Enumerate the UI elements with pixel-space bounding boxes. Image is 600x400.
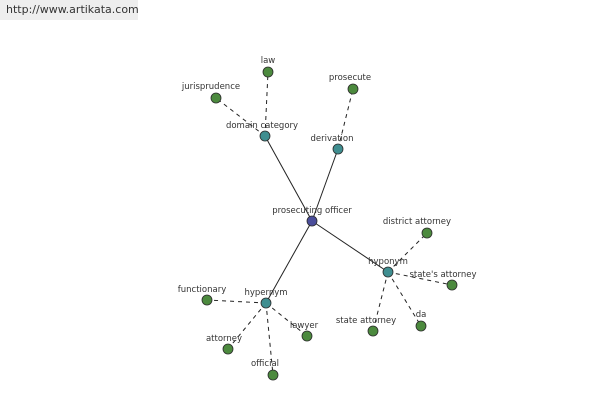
leaf-da-node[interactable] bbox=[415, 320, 427, 332]
leaf-prosecute-label[interactable]: prosecute bbox=[329, 73, 371, 83]
relation-domain-node[interactable] bbox=[259, 130, 271, 142]
leaf-state-attorney-label[interactable]: state attorney bbox=[336, 316, 396, 326]
leaf-district-attorney-label[interactable]: district attorney bbox=[383, 217, 451, 227]
leaf-law-label[interactable]: law bbox=[261, 56, 276, 66]
edge-center-derivation bbox=[311, 148, 339, 222]
relation-hyponym-label[interactable]: hyponym bbox=[368, 257, 408, 267]
relation-derivation-node[interactable] bbox=[332, 143, 344, 155]
edge-hypernym-attorney bbox=[227, 302, 267, 350]
leaf-states-attorney-node[interactable] bbox=[446, 279, 458, 291]
leaf-jurisprudence-label[interactable]: jurisprudence bbox=[181, 82, 240, 92]
edge-derivation-prosecute bbox=[337, 88, 354, 150]
relation-domain-label[interactable]: domain category bbox=[226, 121, 298, 131]
center-label[interactable]: prosecuting officer bbox=[272, 206, 352, 216]
edge-center-hypernym bbox=[265, 220, 313, 304]
leaf-lawyer-label[interactable]: lawyer bbox=[290, 321, 319, 331]
leaf-attorney-label[interactable]: attorney bbox=[206, 334, 242, 344]
leaf-functionary-node[interactable] bbox=[201, 294, 213, 306]
relation-hypernym-node[interactable] bbox=[260, 297, 272, 309]
leaf-official-label[interactable]: official bbox=[251, 359, 279, 369]
leaf-da-label[interactable]: da bbox=[416, 310, 427, 320]
edge-hyponym-da bbox=[387, 271, 422, 327]
leaf-lawyer-node[interactable] bbox=[301, 330, 313, 342]
leaf-official-node[interactable] bbox=[267, 369, 279, 381]
center-node[interactable] bbox=[306, 215, 318, 227]
edge-center-hyponym bbox=[311, 220, 389, 273]
edge-hypernym-functionary bbox=[206, 299, 267, 304]
leaf-states-attorney-label[interactable]: state's attorney bbox=[409, 270, 476, 280]
relation-hypernym-label[interactable]: hypernym bbox=[244, 288, 287, 298]
leaf-district-attorney-node[interactable] bbox=[421, 227, 433, 239]
edge-center-domain bbox=[264, 135, 313, 222]
leaf-law-node[interactable] bbox=[262, 66, 274, 78]
edge-domain-jurisprudence bbox=[215, 97, 266, 137]
leaf-state-attorney-node[interactable] bbox=[367, 325, 379, 337]
edge-hypernym-lawyer bbox=[265, 302, 308, 337]
leaf-functionary-label[interactable]: functionary bbox=[178, 285, 226, 295]
relation-derivation-label[interactable]: derivation bbox=[310, 134, 353, 144]
leaf-attorney-node[interactable] bbox=[222, 343, 234, 355]
relation-hyponym-node[interactable] bbox=[382, 266, 394, 278]
leaf-prosecute-node[interactable] bbox=[347, 83, 359, 95]
edge-hyponym-district-attorney bbox=[387, 232, 428, 273]
edge-domain-law bbox=[264, 71, 269, 137]
source-url[interactable]: http://www.artikata.com bbox=[0, 0, 139, 20]
edge-hyponym-states-attorney bbox=[387, 271, 453, 286]
leaf-jurisprudence-node[interactable] bbox=[210, 92, 222, 104]
edge-hyponym-state-attorney bbox=[372, 271, 389, 332]
